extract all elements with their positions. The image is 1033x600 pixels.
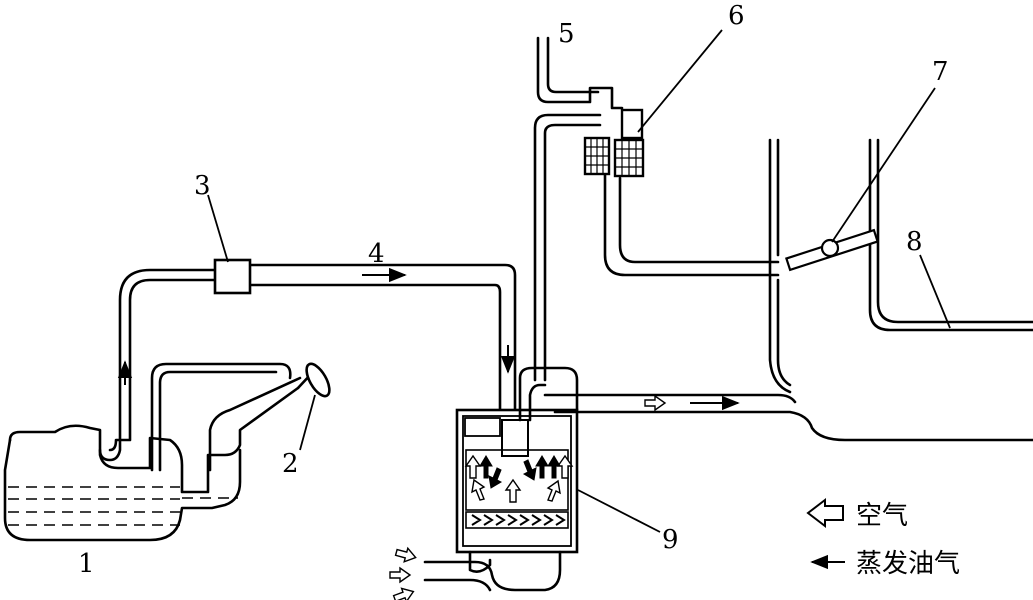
- label-8: 8: [906, 227, 923, 257]
- fuel-tank: [3, 362, 331, 542]
- vapor-line: [98, 263, 517, 462]
- check-valve-3: [213, 258, 252, 295]
- throttle-body: [768, 138, 1033, 394]
- label-7: 7: [932, 57, 949, 87]
- label-2: 2: [282, 449, 299, 479]
- label-3: 3: [194, 171, 211, 201]
- outside-air-arrows: [389, 546, 417, 600]
- solenoid-to-throttle-line: [603, 173, 780, 277]
- label-6: 6: [728, 1, 745, 31]
- legend-air-label: 空气: [856, 501, 908, 531]
- vacuum-line-5: [536, 36, 624, 110]
- legend: 空气 蒸发油气: [806, 497, 960, 579]
- charcoal-canister: [423, 408, 579, 592]
- label-1: 1: [78, 549, 95, 579]
- label-9: 9: [662, 525, 679, 555]
- purge-solenoid-6: [583, 108, 645, 178]
- throttle-valve-7: [785, 228, 879, 272]
- label-5: 5: [558, 19, 575, 49]
- label-4: 4: [368, 239, 385, 269]
- purge-line: [518, 113, 1033, 442]
- air-arrow-icon: [806, 497, 844, 529]
- leader-lines: [207, 29, 951, 533]
- legend-vapor-label: 蒸发油气: [856, 549, 960, 579]
